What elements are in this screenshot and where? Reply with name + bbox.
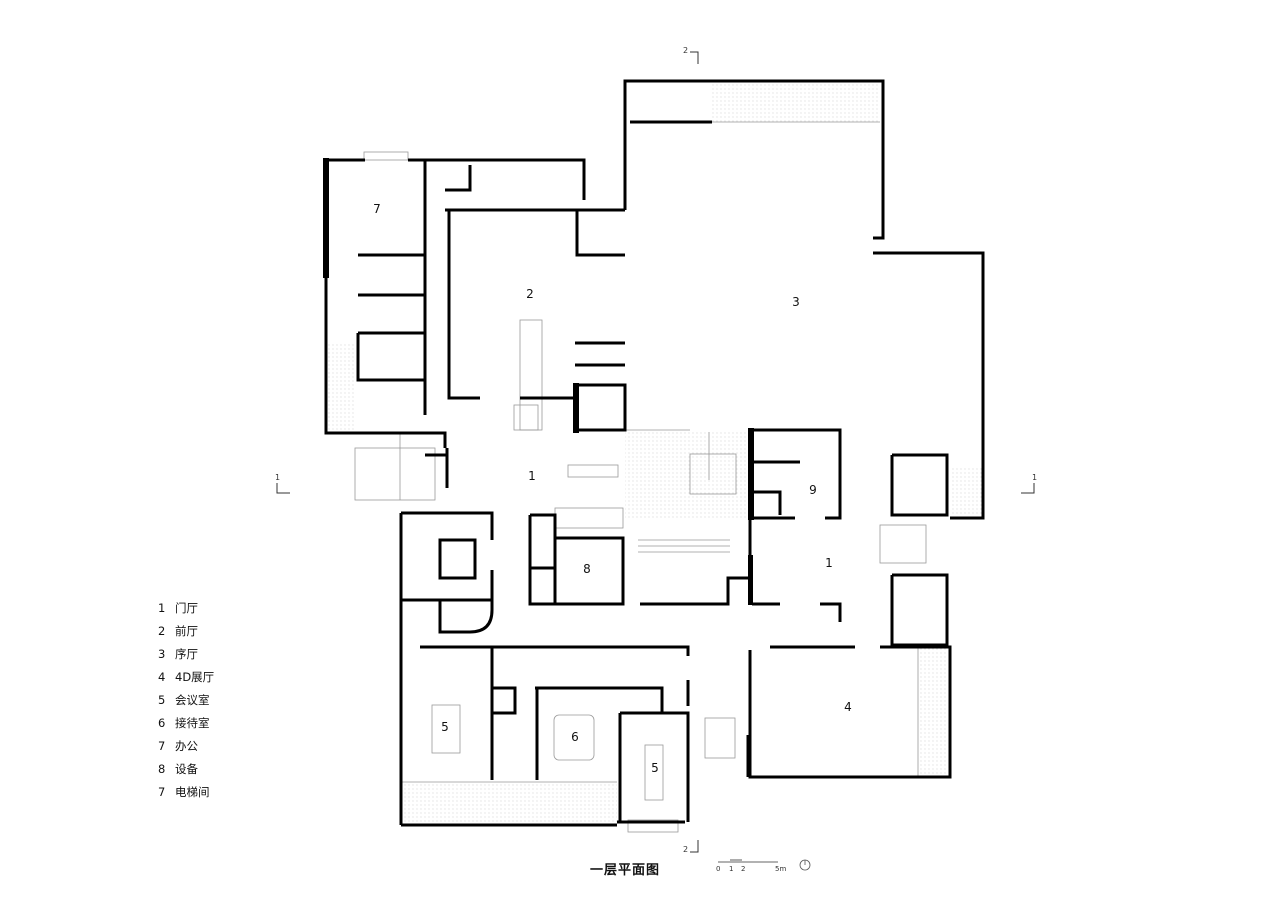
scale-tick-5m: 5m — [775, 865, 787, 873]
room-label-9: 9 — [809, 483, 817, 497]
section-marker-lines — [276, 51, 1035, 853]
room-label-equipment: 8 — [583, 562, 591, 576]
scale-tick-1: 1 — [729, 865, 734, 873]
paved-areas — [328, 84, 982, 822]
section-marker-right: 1 — [1032, 473, 1038, 482]
room-label-office: 7 — [373, 202, 381, 216]
section-marker-left: 1 — [275, 473, 281, 482]
scale-bar — [718, 859, 778, 863]
drawing-title: 一层平面图 — [590, 863, 661, 878]
room-label-lobby-east: 1 — [825, 556, 833, 570]
poche-walls — [323, 158, 754, 605]
scale-tick-0: 0 — [716, 865, 721, 873]
room-label-meeting-west: 5 — [441, 720, 449, 734]
scale-tick-2: 2 — [741, 865, 746, 873]
section-marker-top: 2 — [683, 46, 689, 55]
room-label-lobby-west: 1 — [528, 469, 536, 483]
room-label-foyer: 2 — [526, 287, 534, 301]
room-label-4d-hall: 4 — [844, 700, 852, 714]
room-label-meeting-east: 5 — [651, 761, 659, 775]
section-marker-bottom: 2 — [683, 845, 689, 854]
room-label-reception: 6 — [571, 730, 579, 744]
room-label-prelude-hall: 3 — [792, 295, 800, 309]
thin-lines — [354, 121, 927, 833]
